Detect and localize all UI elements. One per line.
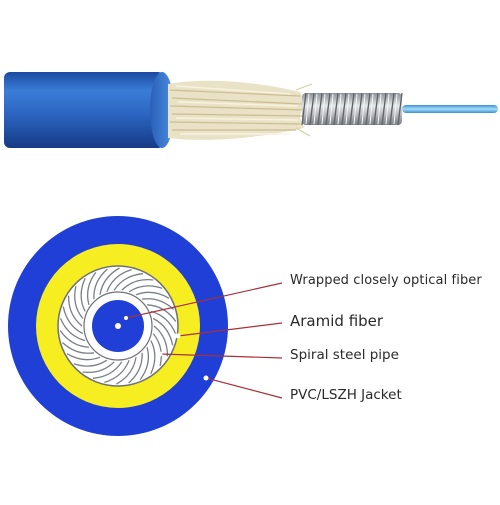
spiral-blade bbox=[152, 333, 162, 367]
aramid-strands-side bbox=[168, 80, 319, 140]
leader-lines bbox=[125, 282, 283, 399]
spiral-blade bbox=[59, 330, 89, 348]
leader-optical-fiber bbox=[125, 282, 283, 319]
leader-aramid bbox=[177, 322, 283, 337]
spiral-blade bbox=[99, 267, 120, 295]
spiral-blade bbox=[66, 353, 101, 361]
spiral-blade bbox=[104, 359, 130, 384]
spiral-blade bbox=[152, 317, 174, 346]
cross-section bbox=[8, 216, 228, 436]
spiral-blade bbox=[139, 347, 150, 380]
spiral-blade bbox=[62, 306, 84, 335]
fiber-core-white bbox=[115, 323, 121, 329]
spiral-blade bbox=[153, 325, 169, 357]
outer-jacket-side bbox=[4, 72, 164, 148]
label-spiral-steel-pipe: Spiral steel pipe bbox=[290, 347, 399, 363]
spiral-blade bbox=[121, 279, 154, 291]
leader-steel-pipe bbox=[159, 353, 283, 359]
spiral-blade bbox=[113, 273, 144, 291]
spiral-blade bbox=[74, 285, 84, 319]
spiral-blade bbox=[80, 277, 86, 312]
cable-side-view bbox=[4, 72, 498, 148]
label-optical-fiber: Wrapped closely optical fiber bbox=[290, 273, 482, 288]
optical-fiber-side bbox=[402, 105, 498, 113]
spiral-blade bbox=[116, 357, 137, 385]
spiral-blade bbox=[106, 268, 132, 293]
spiral-blade bbox=[128, 285, 163, 293]
leader-jacket bbox=[205, 377, 283, 399]
spiral-blade bbox=[128, 352, 143, 384]
spiral-blade bbox=[93, 268, 108, 300]
spiral-blade bbox=[59, 318, 86, 342]
label-aramid-fiber: Aramid fiber bbox=[290, 312, 384, 330]
spiral-blade bbox=[67, 295, 83, 327]
spiral-blade bbox=[61, 342, 94, 354]
spiral-blade bbox=[150, 340, 156, 375]
spiral-blade bbox=[86, 272, 97, 305]
steel-pipe-side bbox=[301, 92, 403, 126]
label-pvc-jacket: PVC/LSZH Jacket bbox=[290, 387, 402, 403]
spiral-blade bbox=[92, 361, 123, 379]
leader-dots bbox=[124, 316, 209, 381]
spiral-blade bbox=[135, 291, 170, 299]
spiral-blade bbox=[73, 359, 108, 367]
spiral-blade bbox=[82, 361, 115, 373]
